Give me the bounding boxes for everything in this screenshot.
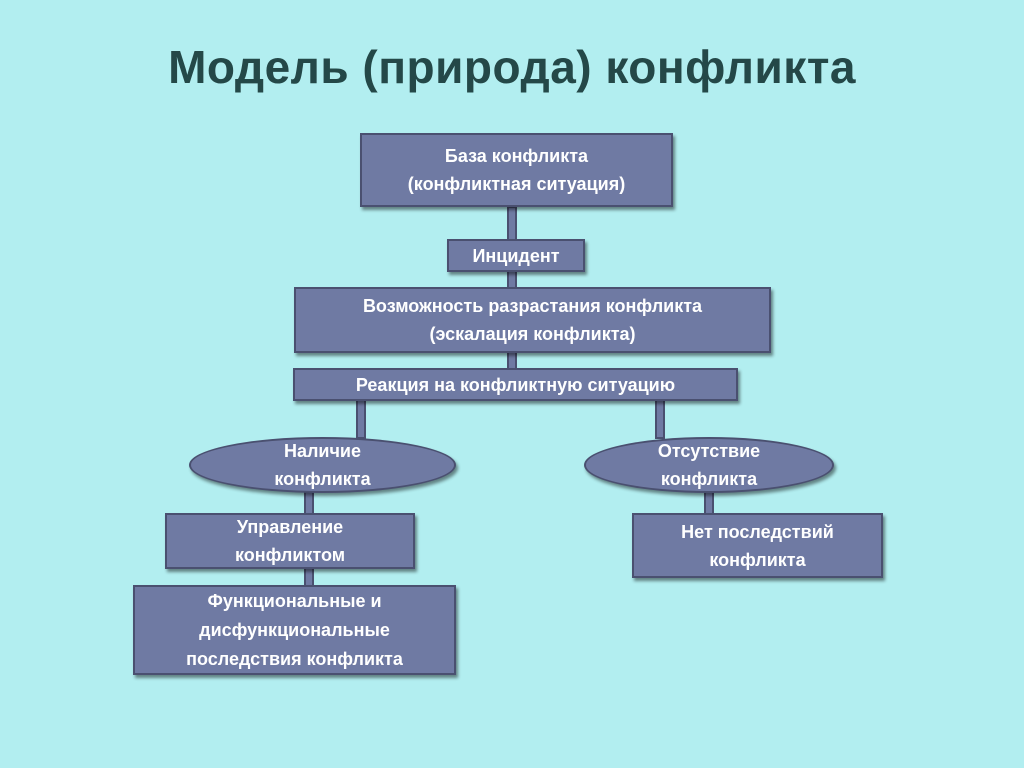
connector-reaction-absence	[655, 399, 665, 439]
node-conflict-consequences-line2: дисфункциональные	[199, 619, 390, 640]
node-conflict-presence: Наличие конфликта	[189, 437, 456, 493]
connector-base-incident	[507, 206, 517, 241]
node-conflict-presence-line1: Наличие	[283, 441, 362, 461]
node-conflict-absence: Отсутствие конфликта	[584, 437, 834, 493]
node-conflict-base-line2: (конфликтная ситуация)	[407, 174, 626, 194]
node-conflict-absence-line2: конфликта	[660, 469, 758, 489]
node-conflict-consequences-line3: последствия конфликта	[186, 648, 403, 669]
node-conflict-presence-line2: конфликта	[274, 469, 371, 489]
node-no-consequences: Нет последствий конфликта	[632, 513, 883, 578]
node-conflict-management-line1: Управление	[236, 517, 344, 537]
node-no-consequences-line2: конфликта	[709, 549, 806, 570]
node-escalation: Возможность разрастания конфликта (эскал…	[294, 287, 771, 353]
node-escalation-line1: Возможность разрастания конфликта	[362, 296, 703, 316]
node-conflict-base-line1: База конфликта	[444, 146, 589, 166]
connector-management-consequences	[304, 567, 314, 587]
node-incident-line1: Инцидент	[472, 245, 560, 266]
node-conflict-management: Управление конфликтом	[165, 513, 415, 569]
node-escalation-line2: (эскалация конфликта)	[429, 324, 636, 344]
diagram-title: Модель (природа) конфликта	[168, 41, 856, 93]
connector-escalation-reaction	[507, 350, 517, 370]
node-reaction-line1: Реакция на конфликтную ситуацию	[355, 374, 676, 395]
connector-reaction-presence	[356, 399, 366, 439]
connector-presence-management	[304, 491, 314, 515]
node-reaction: Реакция на конфликтную ситуацию	[293, 368, 738, 401]
node-conflict-consequences-line1: Функциональные и	[207, 590, 382, 611]
node-conflict-base: База конфликта (конфликтная ситуация)	[360, 133, 673, 207]
node-incident: Инцидент	[447, 239, 585, 272]
node-conflict-absence-line1: Отсутствие	[657, 441, 761, 461]
node-conflict-management-line2: конфликтом	[234, 545, 346, 565]
node-conflict-consequences: Функциональные и дисфункциональные после…	[133, 585, 456, 675]
node-no-consequences-line1: Нет последствий	[681, 521, 834, 542]
connector-absence-noconsequences	[704, 491, 714, 515]
connector-incident-escalation	[507, 269, 517, 289]
